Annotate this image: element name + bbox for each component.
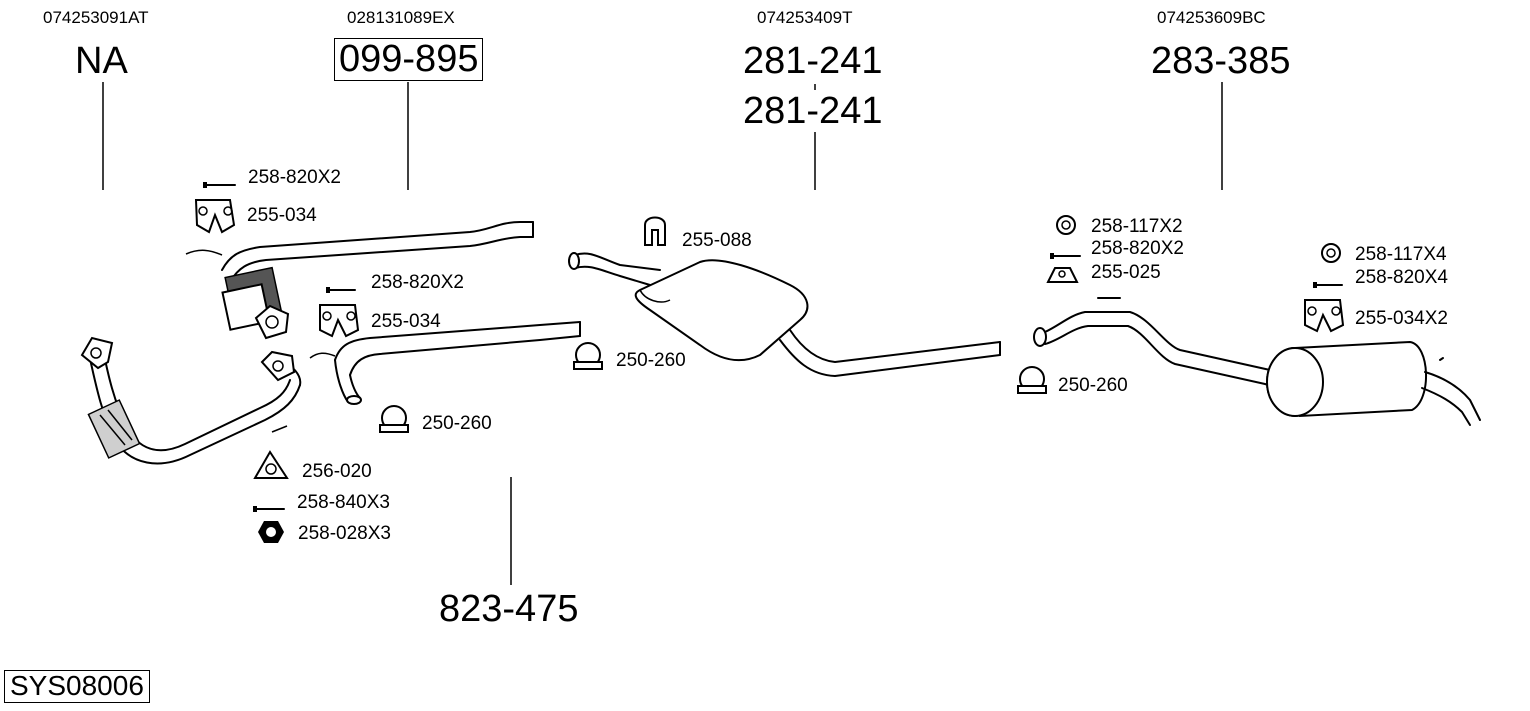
mount-icon (1046, 267, 1079, 283)
rear-silencer-drawing (1033, 297, 1481, 426)
rubber-hanger-icon (1304, 299, 1345, 333)
washer-icon (1321, 243, 1341, 263)
rubber-hanger-icon (194, 199, 236, 234)
clamp-icon (573, 342, 603, 370)
part-number-link[interactable]: 281-241 (743, 90, 883, 132)
oem-number: 074253409T (757, 8, 853, 27)
accessory-part-link[interactable]: 255-034 (247, 205, 317, 226)
accessory-part-link[interactable]: 258-117X4 (1355, 244, 1447, 265)
nut-icon (258, 521, 284, 543)
accessory-part-link[interactable]: 258-820X2 (371, 272, 464, 293)
clamp-icon (1017, 366, 1047, 394)
catalyst-pipe-drawing (185, 221, 534, 340)
rubber-hanger-icon (319, 304, 360, 338)
bolt-icon (253, 506, 285, 512)
clamp-icon (379, 405, 409, 433)
accessory-part-link[interactable]: 258-820X4 (1355, 267, 1448, 288)
accessory-part-link[interactable]: 250-260 (422, 413, 492, 434)
accessory-part-link[interactable]: 250-260 (1058, 375, 1128, 396)
bolt-icon (326, 287, 356, 293)
part-number-link[interactable]: 099-895 (334, 38, 484, 81)
accessory-part-link[interactable]: 258-028X3 (298, 523, 391, 544)
gasket-icon (253, 450, 289, 479)
bolt-icon (203, 182, 236, 188)
oem-number: 074253609BC (1157, 8, 1266, 27)
part-number-link[interactable]: NA (75, 40, 128, 82)
accessory-part-link[interactable]: 255-034X2 (1355, 308, 1448, 329)
accessory-part-link[interactable]: 255-025 (1091, 262, 1161, 283)
accessory-part-link[interactable]: 258-840X3 (297, 492, 390, 513)
center-pipe-drawing (309, 321, 581, 405)
middle-silencer-drawing (568, 252, 1001, 377)
oem-number: 028131089EX (347, 8, 455, 27)
bolt-icon (1313, 282, 1343, 288)
accessory-part-link[interactable]: 256-020 (302, 461, 372, 482)
system-id-label: SYS08006 (4, 670, 150, 703)
accessory-part-link[interactable]: 250-260 (616, 350, 686, 371)
oem-number: 074253091AT (43, 8, 149, 27)
accessory-part-link[interactable]: 255-088 (682, 230, 752, 251)
part-number-link[interactable]: 281-241 (743, 40, 883, 82)
washer-icon (1056, 215, 1076, 235)
leader-lines (102, 82, 1223, 585)
accessory-part-link[interactable]: 255-034 (371, 311, 441, 332)
accessory-part-link[interactable]: 258-117X2 (1091, 216, 1183, 237)
bolt-icon (1050, 253, 1081, 259)
part-number-link[interactable]: 283-385 (1151, 40, 1291, 82)
accessory-part-link[interactable]: 258-820X2 (248, 167, 341, 188)
front-pipe-drawing (80, 336, 302, 465)
part-number-link[interactable]: 823-475 (439, 588, 579, 630)
hanger-icon (644, 216, 666, 246)
hardware-icons (194, 182, 1345, 543)
accessory-part-link[interactable]: 258-820X2 (1091, 238, 1184, 259)
